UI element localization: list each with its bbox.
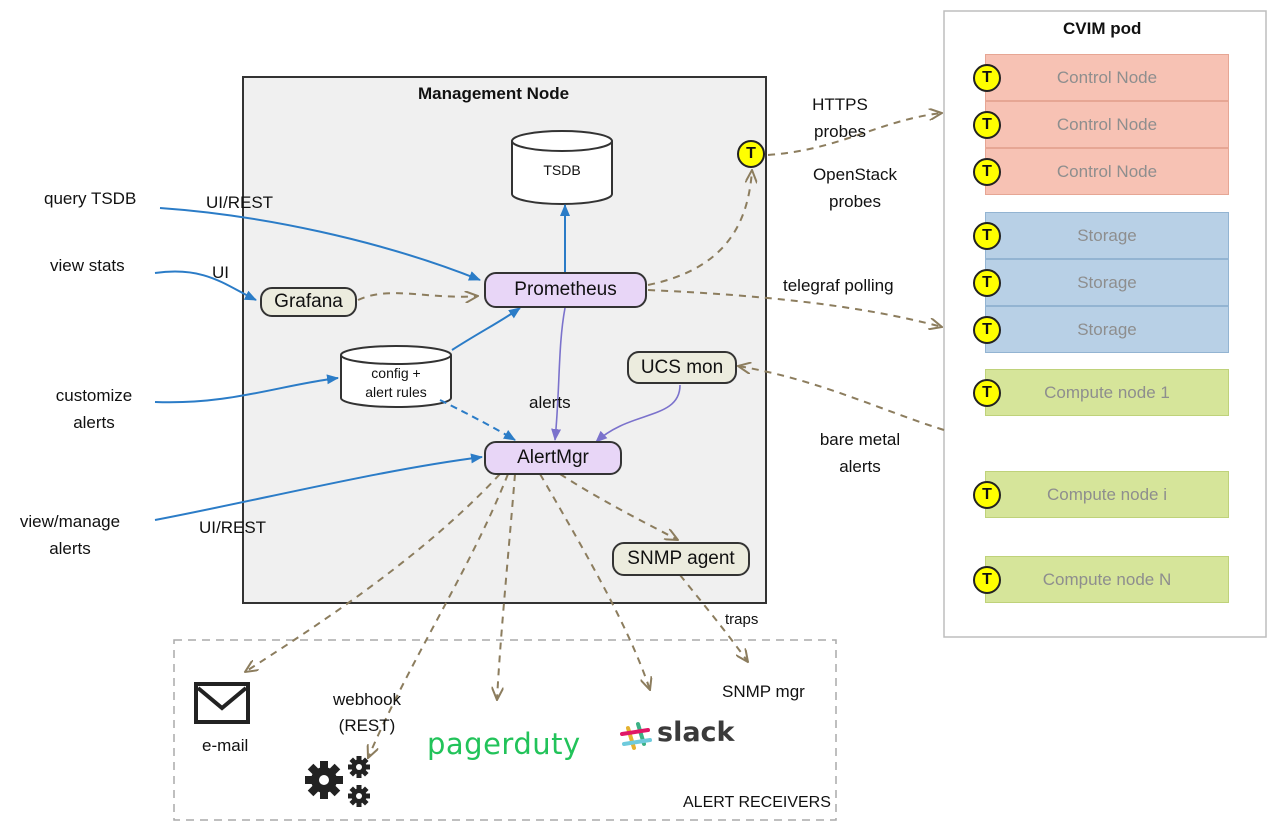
arrow-ucsmon-alertmgr bbox=[595, 384, 681, 443]
arrow-prometheus-alertmgr bbox=[551, 307, 566, 441]
arrow-alertmgr-email bbox=[245, 473, 501, 672]
https-probes-label-1: HTTPS bbox=[812, 95, 868, 114]
webhook-label-1: webhook bbox=[332, 690, 402, 709]
ui-rest-label-top: UI/REST bbox=[206, 193, 274, 212]
node-badge-1: T bbox=[973, 64, 1001, 92]
arrow-telegraf-probes bbox=[767, 113, 942, 156]
control-node-3[interactable]: Control Node bbox=[985, 148, 1229, 195]
arrow-telegraf-polling bbox=[647, 289, 942, 327]
arrow-snmp-agent-mgr bbox=[679, 574, 748, 662]
compute-node-n[interactable]: Compute node N bbox=[985, 556, 1229, 603]
compute-node-1[interactable]: Compute node 1 bbox=[985, 369, 1229, 416]
view-manage-label-1: view/manage bbox=[19, 512, 121, 531]
node-badge-7: T bbox=[973, 379, 1001, 407]
email-label: e-mail bbox=[202, 736, 249, 755]
arrow-config-alertmgr bbox=[439, 399, 516, 441]
node-badge-9: T bbox=[973, 566, 1001, 594]
prometheus-node[interactable]: Prometheus bbox=[484, 272, 647, 308]
ui-label: UI bbox=[212, 263, 229, 282]
arrow-prometheus-telegraf bbox=[647, 170, 752, 286]
arrow-bare-metal bbox=[738, 366, 945, 431]
management-node-box bbox=[242, 76, 767, 604]
arrow-alertmgr-pagerduty bbox=[497, 473, 516, 700]
customize-alerts-label-2: alerts bbox=[73, 413, 115, 432]
slack-logo: slack bbox=[657, 717, 735, 748]
telegraf-polling-label: telegraf polling bbox=[783, 276, 894, 295]
query-tsdb-label: query TSDB bbox=[44, 189, 137, 208]
slack-icon bbox=[620, 722, 652, 750]
config-label-line1: config + bbox=[371, 365, 421, 381]
snmp-mgr-label: SNMP mgr bbox=[722, 682, 805, 701]
alertmgr-node[interactable]: AlertMgr bbox=[484, 441, 622, 475]
node-badge-2: T bbox=[973, 111, 1001, 139]
tsdb-cylinder bbox=[511, 130, 613, 205]
arrow-alertmgr-webhook bbox=[368, 473, 509, 758]
grafana-node[interactable]: Grafana bbox=[260, 287, 357, 317]
telegraf-badge: T bbox=[737, 140, 765, 168]
arrow-query-tsdb bbox=[159, 207, 481, 281]
config-cylinder bbox=[340, 345, 452, 408]
view-stats-label: view stats bbox=[50, 256, 125, 275]
customize-alerts-label-1: customize bbox=[55, 386, 133, 405]
control-node-2[interactable]: Control Node bbox=[985, 101, 1229, 148]
management-node-title: Management Node bbox=[418, 84, 570, 103]
bare-metal-alerts-label-1: bare metal bbox=[819, 430, 901, 449]
node-badge-4: T bbox=[973, 222, 1001, 250]
openstack-probes-label-1: OpenStack bbox=[812, 165, 898, 184]
pagerduty-logo: pagerduty bbox=[427, 727, 581, 761]
node-badge-5: T bbox=[973, 269, 1001, 297]
control-node-1[interactable]: Control Node bbox=[985, 54, 1229, 101]
openstack-probes-label-2: probes bbox=[829, 192, 881, 211]
arrow-view-stats bbox=[154, 270, 257, 301]
arrow-view-manage bbox=[154, 453, 483, 521]
node-badge-8: T bbox=[973, 481, 1001, 509]
envelope-icon bbox=[194, 682, 250, 724]
https-probes-label-2: probes bbox=[814, 122, 866, 141]
gears-icon bbox=[305, 756, 370, 807]
alert-receivers-title: ALERT RECEIVERS bbox=[683, 794, 831, 811]
cvim-pod-title: CVIM pod bbox=[1063, 19, 1142, 38]
ucs-mon-node[interactable]: UCS mon bbox=[627, 351, 737, 384]
arrow-customize-alerts bbox=[154, 374, 339, 404]
ui-rest-label-bottom: UI/REST bbox=[199, 518, 267, 537]
webhook-label-2: (REST) bbox=[338, 716, 396, 735]
tsdb-label: TSDB bbox=[543, 162, 581, 178]
config-label-line2: alert rules bbox=[365, 384, 427, 400]
arrow-grafana-prometheus bbox=[357, 293, 478, 300]
alerts-label: alerts bbox=[529, 393, 571, 412]
arrow-alertmgr-snmp-agent bbox=[559, 473, 678, 540]
node-badge-3: T bbox=[973, 158, 1001, 186]
arrow-alertmgr-slack bbox=[539, 473, 650, 690]
storage-node-2[interactable]: Storage bbox=[985, 259, 1229, 306]
compute-node-i[interactable]: Compute node i bbox=[985, 471, 1229, 518]
traps-label: traps bbox=[725, 611, 759, 628]
snmp-agent-node[interactable]: SNMP agent bbox=[612, 542, 750, 576]
arrow-config-prometheus bbox=[451, 307, 521, 351]
view-manage-label-2: alerts bbox=[49, 539, 91, 558]
node-badge-6: T bbox=[973, 316, 1001, 344]
storage-node-3[interactable]: Storage bbox=[985, 306, 1229, 353]
storage-node-1[interactable]: Storage bbox=[985, 212, 1229, 259]
bare-metal-alerts-label-2: alerts bbox=[839, 457, 881, 476]
